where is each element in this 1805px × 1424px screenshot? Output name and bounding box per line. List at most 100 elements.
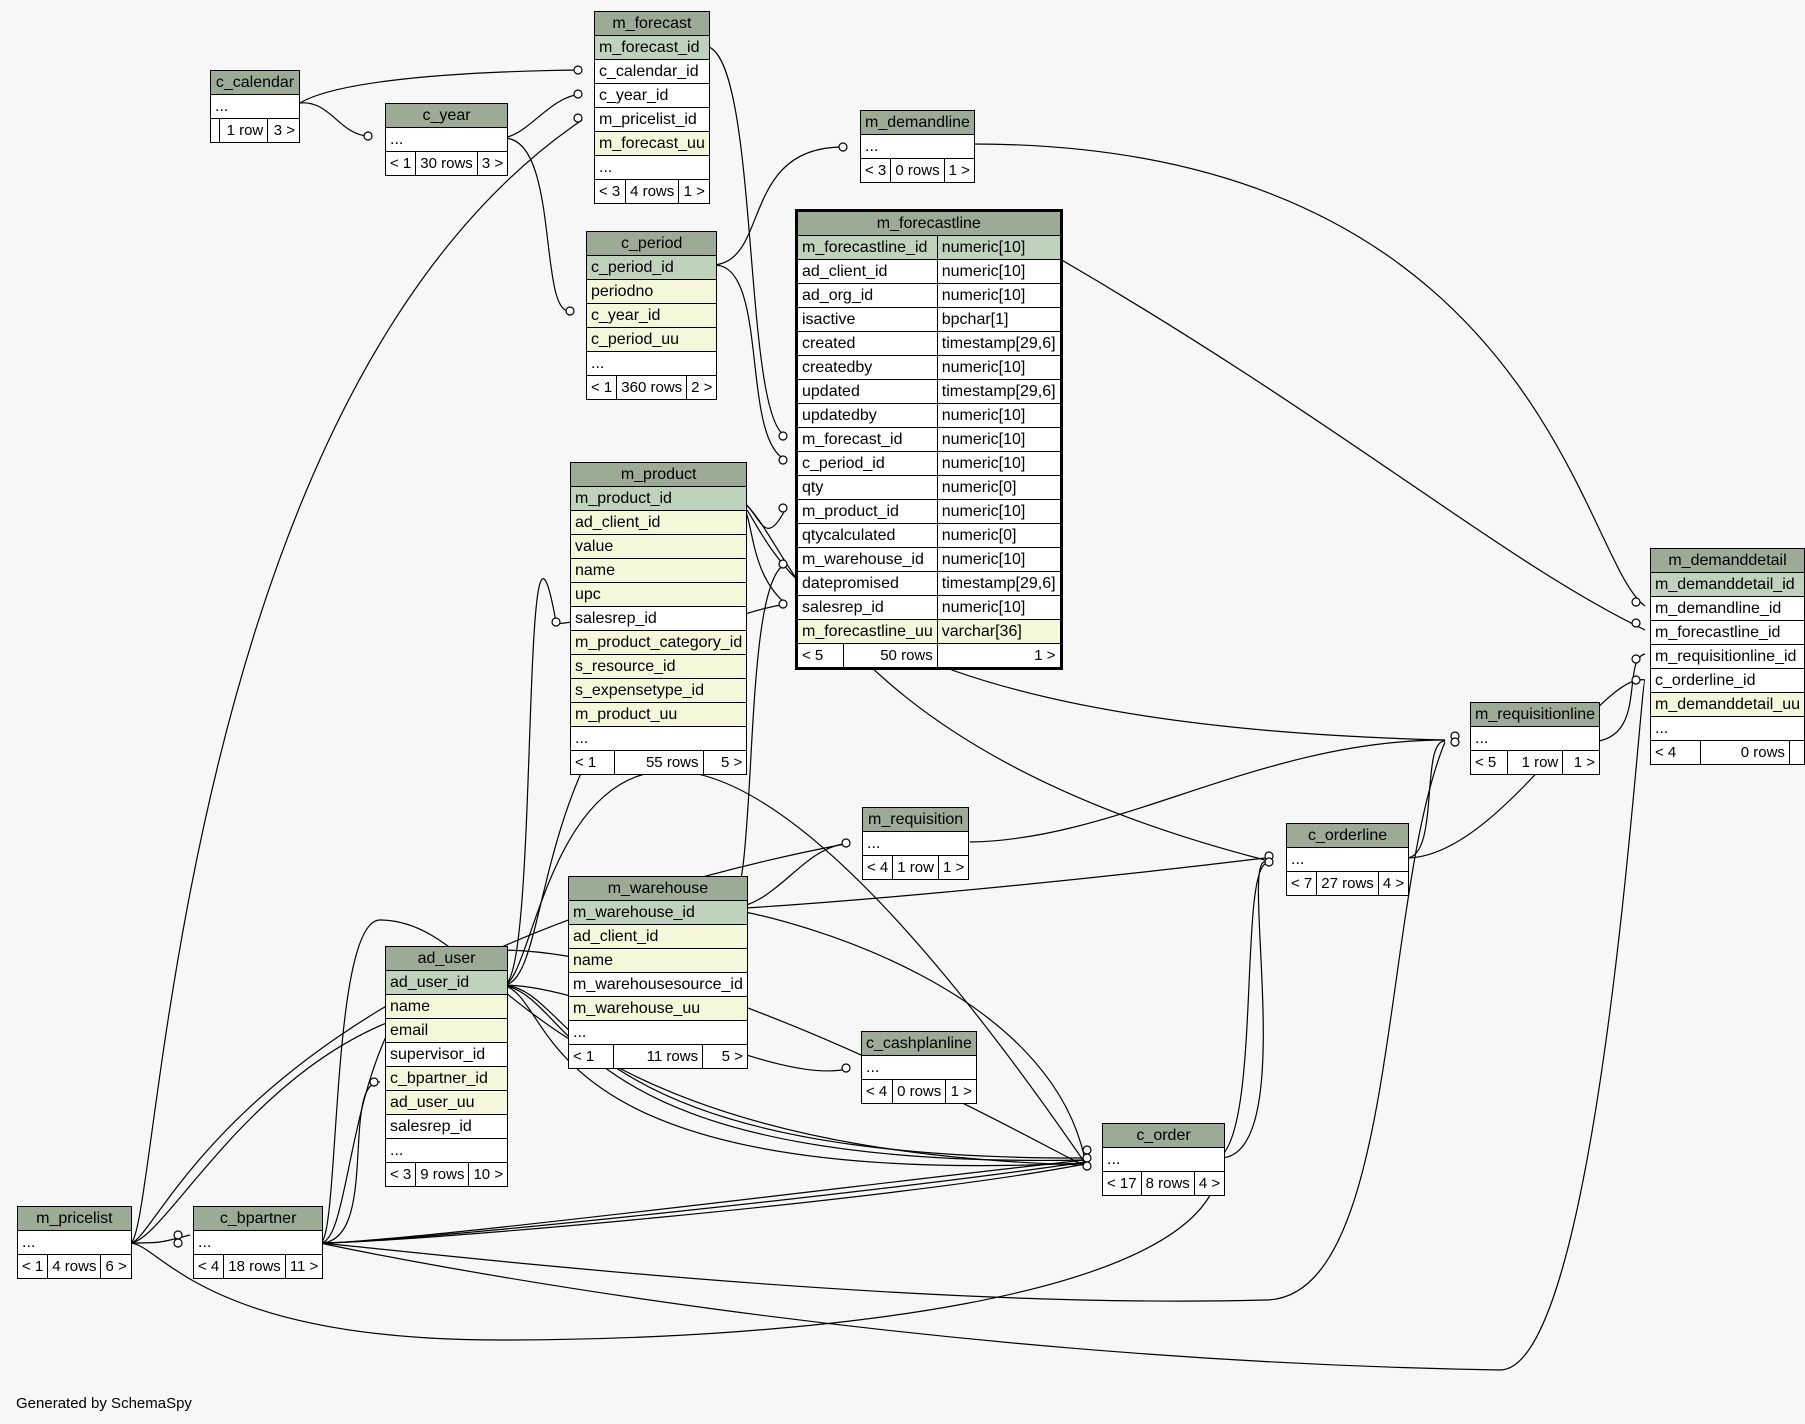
parents-link[interactable]: < 3 [384, 1162, 417, 1187]
children-link[interactable]: 11 > [284, 1254, 324, 1279]
children-link[interactable]: 10 > [468, 1162, 509, 1187]
table-title[interactable]: m_forecastline [797, 211, 1061, 236]
table-title[interactable]: m_requisition [861, 807, 970, 832]
column-name: m_forecast_id [594, 35, 710, 60]
children-link[interactable]: 4 > [1193, 1171, 1226, 1196]
column-name: m_product_uu [569, 702, 748, 727]
column-row: periodno [585, 279, 718, 304]
column-name: ... [1285, 847, 1410, 872]
table-title[interactable]: m_pricelist [17, 1206, 132, 1231]
parents-link[interactable]: < 4 [1649, 740, 1702, 765]
children-link[interactable]: 1 > [945, 1079, 977, 1104]
children-link[interactable]: 1 > [936, 643, 1061, 668]
column-name: ... [1101, 1147, 1226, 1172]
table-title[interactable]: c_calendar [210, 70, 300, 95]
children-link[interactable]: 2 > [686, 375, 718, 400]
table-title[interactable]: m_product [569, 462, 748, 487]
column-row: m_pricelist_id [594, 107, 710, 132]
parents-link[interactable]: < 1 [570, 750, 615, 775]
table-title[interactable]: ad_user [384, 946, 509, 971]
parents-link[interactable]: < 1 [16, 1254, 49, 1279]
parents-link[interactable]: < 5 [1470, 750, 1508, 775]
table-title[interactable]: m_requisitionline [1469, 702, 1601, 727]
children-link[interactable]: 3 > [267, 118, 300, 143]
column-row: c_year_id [585, 303, 718, 328]
column-row: ... [1650, 716, 1805, 741]
parents-link[interactable] [209, 118, 221, 143]
children-link[interactable]: 6 > [100, 1254, 132, 1279]
table-title[interactable]: c_orderline [1285, 823, 1410, 848]
children-link[interactable]: 5 > [702, 750, 748, 775]
table-title[interactable]: m_demandline [860, 110, 975, 135]
parents-link[interactable]: < 7 [1285, 871, 1318, 896]
parents-link[interactable]: < 1 [585, 375, 618, 400]
column-name: salesrep_id [797, 595, 938, 620]
column-type: numeric[10] [936, 259, 1061, 284]
column-row: supervisor_id [384, 1042, 509, 1067]
children-link[interactable]: 4 > [1377, 871, 1410, 896]
children-link[interactable]: 5 > [702, 1044, 748, 1069]
column-name: c_period_id [585, 255, 718, 280]
column-name: ... [192, 1230, 324, 1255]
table-title[interactable]: c_year [384, 103, 509, 128]
column-type: varchar[36] [936, 619, 1061, 644]
table-title[interactable]: m_forecast [594, 11, 710, 36]
table-title[interactable]: m_demanddetail [1650, 548, 1805, 573]
children-link[interactable]: 1 > [1562, 750, 1601, 775]
parents-link[interactable]: < 3 [594, 179, 626, 204]
parents-link[interactable]: < 1 [568, 1044, 614, 1069]
column-name: created [797, 331, 938, 356]
children-link[interactable]: 1 > [678, 179, 710, 204]
parents-link[interactable]: < 4 [861, 1079, 893, 1104]
table-title[interactable]: c_cashplanline [861, 1031, 977, 1056]
children-link[interactable] [1788, 740, 1805, 765]
table-title[interactable]: m_warehouse [568, 876, 748, 901]
children-link[interactable]: 3 > [476, 151, 509, 176]
column-name: c_calendar_id [594, 59, 710, 84]
children-link[interactable]: 1 > [943, 158, 975, 183]
parents-link[interactable]: < 3 [859, 158, 892, 183]
column-name: salesrep_id [569, 606, 748, 631]
column-name: c_orderline_id [1650, 668, 1805, 693]
children-link[interactable]: 1 > [937, 855, 970, 880]
table-title[interactable]: c_bpartner [192, 1206, 324, 1231]
column-row: ... [384, 127, 509, 152]
parents-link[interactable]: < 4 [861, 855, 894, 880]
column-name: c_bpartner_id [384, 1066, 509, 1091]
parents-link[interactable]: < 17 [1102, 1171, 1142, 1196]
column-name: ... [384, 1138, 509, 1163]
column-row: ... [192, 1230, 324, 1255]
column-name: ... [861, 1055, 977, 1080]
column-row: ... [861, 831, 970, 856]
parents-link[interactable]: < 1 [384, 151, 417, 176]
parents-link[interactable]: < 4 [192, 1254, 225, 1279]
column-name: s_resource_id [569, 654, 748, 679]
table-title[interactable]: c_period [585, 231, 718, 256]
table-title[interactable]: c_order [1101, 1123, 1226, 1148]
parents-link[interactable]: < 5 [796, 643, 845, 668]
column-row: ... [384, 1138, 509, 1163]
column-name: email [384, 1018, 509, 1043]
